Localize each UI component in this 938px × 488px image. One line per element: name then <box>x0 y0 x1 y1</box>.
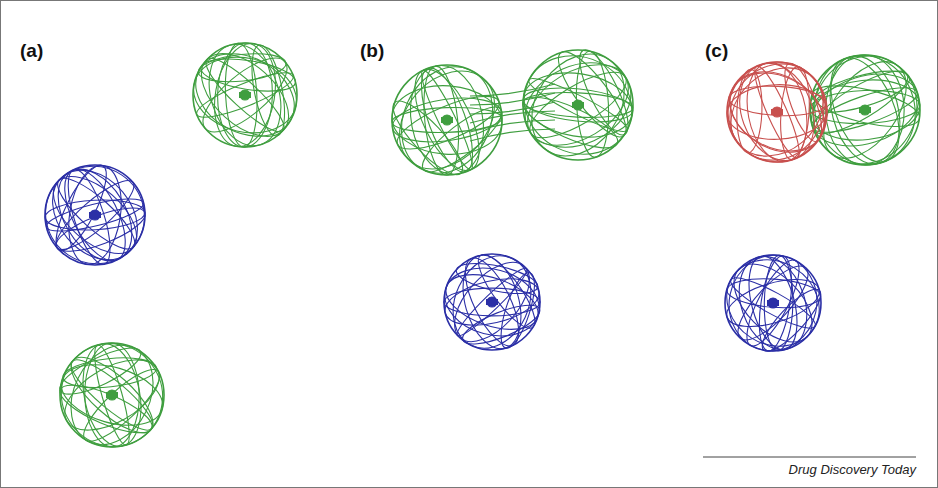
atom-center <box>442 115 452 125</box>
wire-ring <box>391 86 505 159</box>
wire-ring <box>513 36 644 173</box>
wire-ring <box>470 248 544 336</box>
wire-ring <box>197 50 288 86</box>
panel-letter: (a) <box>20 40 43 62</box>
wire-ring <box>711 45 844 179</box>
panel-letter: (b) <box>360 40 384 62</box>
wire-ring <box>740 251 806 355</box>
wire-ring <box>517 87 624 157</box>
wire-ring <box>439 243 546 361</box>
credit-rule <box>703 457 916 458</box>
acceptor-sphere <box>711 45 844 179</box>
hydrophobic-sphere <box>42 324 182 465</box>
wire-ring <box>727 247 818 358</box>
wire-ring <box>60 346 163 445</box>
wire-ring <box>60 165 119 269</box>
atom-center <box>90 210 100 220</box>
atom-center <box>573 100 583 110</box>
atom-center <box>106 392 118 398</box>
wire-ring <box>748 62 806 161</box>
wire-ring <box>27 147 164 283</box>
wire-ring <box>720 250 826 356</box>
wire-ring <box>62 354 158 392</box>
wire-ring <box>713 50 840 175</box>
wire-ring <box>721 55 833 169</box>
wire-ring <box>548 43 636 145</box>
atom-center <box>240 90 250 100</box>
wire-ring <box>246 42 291 138</box>
wire-ring <box>735 69 763 153</box>
atom-center <box>107 390 117 400</box>
wire-ring <box>42 324 182 465</box>
atom-center <box>859 107 871 113</box>
hydrophobic-sphere <box>380 52 514 188</box>
wire-ring <box>454 258 541 300</box>
wire-ring <box>44 198 145 233</box>
wire-ring <box>186 47 304 142</box>
panel-letter: (c) <box>705 40 728 62</box>
atom-center <box>487 297 497 307</box>
wire-ring <box>193 65 298 125</box>
wire-ring <box>402 60 492 179</box>
wire-ring <box>571 44 637 141</box>
wire-ring <box>754 254 797 353</box>
atom-center <box>768 298 778 308</box>
atom-center <box>441 117 453 123</box>
wire-ring <box>75 339 149 452</box>
atom-center <box>89 212 101 218</box>
hydrophobic-sphere <box>508 36 649 173</box>
wire-ring <box>223 43 260 148</box>
wire-ring <box>181 37 308 152</box>
wire-ring <box>819 48 911 171</box>
wire-ring <box>728 84 827 118</box>
hydrophobic-sphere <box>181 35 308 154</box>
wire-ring <box>411 62 483 178</box>
wire-ring <box>384 93 471 184</box>
atom-center <box>860 105 870 115</box>
wire-ring <box>441 249 543 355</box>
wire-ring <box>53 345 170 444</box>
wire-ring <box>721 270 824 336</box>
wire-ring <box>51 199 150 260</box>
wire-ring <box>727 53 827 171</box>
wire-ring <box>716 58 837 167</box>
wire-ring <box>47 159 116 257</box>
hydrophobic-sphere <box>793 37 937 184</box>
atom-center <box>486 299 498 305</box>
atom-center <box>772 107 782 117</box>
atom-center <box>767 300 779 306</box>
wire-ring <box>54 376 157 442</box>
wire-ring <box>508 38 649 172</box>
wire-ring <box>763 255 793 351</box>
wire-ring <box>380 52 514 188</box>
wire-ring <box>793 37 937 184</box>
wire-ring <box>494 269 541 352</box>
wire-ring <box>777 59 829 145</box>
wire-ring <box>419 64 463 176</box>
wire-ring <box>385 52 510 188</box>
wire-ring <box>52 160 137 269</box>
wire-ring <box>716 56 839 169</box>
journal-credit: Drug Discovery Today <box>789 462 916 477</box>
wire-ring <box>525 72 632 139</box>
wire-ring <box>35 153 155 276</box>
donor-sphere <box>437 243 547 361</box>
atom-center <box>239 92 251 98</box>
wire-ring <box>402 59 493 181</box>
wire-ring <box>720 247 825 359</box>
sphere-group <box>27 35 937 465</box>
donor-sphere <box>711 243 836 364</box>
atom-center <box>572 102 584 108</box>
donor-sphere <box>27 147 164 283</box>
wire-ring <box>514 48 643 162</box>
wire-ring <box>43 156 147 273</box>
wire-ring <box>54 339 146 402</box>
wire-ring <box>711 243 836 364</box>
wire-ring <box>197 35 292 154</box>
atom-center <box>771 109 783 115</box>
wire-ring <box>726 276 822 311</box>
